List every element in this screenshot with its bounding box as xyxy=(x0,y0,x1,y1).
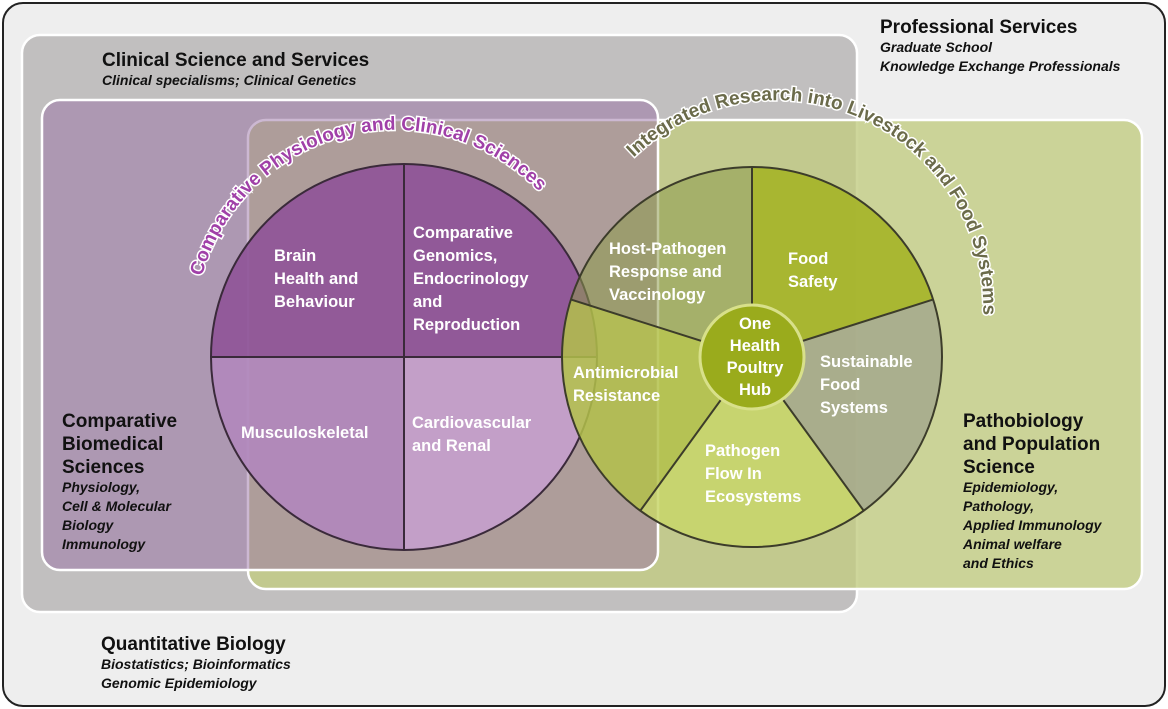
segment-host-pathogen xyxy=(571,167,752,357)
pathobiology-title: Pathobiology xyxy=(963,411,1084,432)
hub-label: Hub xyxy=(739,381,771,399)
food-safety-label: Safety xyxy=(788,273,838,291)
antimicrobial-label: Antimicrobial xyxy=(573,364,678,382)
comparative-biomedical-line: Immunology xyxy=(62,536,146,552)
host-pathogen-label: Response and xyxy=(609,263,722,281)
sustainable-food-label: Systems xyxy=(820,399,888,417)
segment-brain-health xyxy=(211,164,404,357)
host-pathogen-label: Host-Pathogen xyxy=(609,240,726,258)
professional-services-title: Professional Services xyxy=(880,17,1078,38)
sustainable-food-label: Food xyxy=(820,376,860,394)
cardiovascular-label: and Renal xyxy=(412,437,491,455)
comparative-biomedical-line: Physiology, xyxy=(62,479,140,495)
professional-services-line: Graduate School xyxy=(880,39,993,55)
pathobiology-line: Animal welfare xyxy=(962,536,1062,552)
comparative-biomedical-title: Biomedical xyxy=(62,434,163,455)
pathobiology-title: and Population xyxy=(963,434,1100,455)
pathobiology-line: Applied Immunology xyxy=(962,517,1103,533)
segment-food-safety xyxy=(752,167,933,357)
comparative-biomedical-title: Comparative xyxy=(62,411,177,432)
quantitative-biology-title: Quantitative Biology xyxy=(101,634,286,655)
pathobiology-title: Science xyxy=(963,457,1035,478)
pathogen-flow-label: Pathogen xyxy=(705,442,780,460)
pathogen-flow-label: Flow In xyxy=(705,465,762,483)
hub-label: Health xyxy=(730,337,780,355)
comparative-genomics-label: Comparative xyxy=(413,224,513,242)
pathobiology-line: Pathology, xyxy=(963,498,1034,514)
comparative-physiology-circle xyxy=(210,163,598,551)
pathogen-flow-label: Ecosystems xyxy=(705,488,801,506)
segment-cardiovascular xyxy=(404,357,597,550)
comparative-genomics-label: Reproduction xyxy=(413,316,520,334)
pathobiology-line: Epidemiology, xyxy=(963,479,1058,495)
livestock-circle xyxy=(561,166,943,548)
sustainable-food-label: Sustainable xyxy=(820,353,913,371)
food-safety-label: Food xyxy=(788,250,828,268)
cardiovascular-label: Cardiovascular xyxy=(412,414,532,432)
comparative-biomedical-line: Biology xyxy=(62,517,115,533)
antimicrobial-label: Resistance xyxy=(573,387,660,405)
professional-services-line: Knowledge Exchange Professionals xyxy=(880,58,1121,74)
quantitative-biology-line: Biostatistics; Bioinformatics xyxy=(101,656,291,672)
brain-health-label: Health and xyxy=(274,270,358,288)
musculoskeletal-label: Musculoskeletal xyxy=(241,424,368,442)
segment-comparative-genomics xyxy=(404,164,597,357)
comparative-biomedical-title: Sciences xyxy=(62,457,144,478)
clinical-science-title: Clinical Science and Services xyxy=(102,50,369,71)
brain-health-label: Behaviour xyxy=(274,293,355,311)
segment-pathogen-flow xyxy=(640,357,864,548)
comparative-genomics-label: and xyxy=(413,293,442,311)
hub-label: Poultry xyxy=(727,359,785,377)
pathobiology-line: and Ethics xyxy=(963,555,1034,571)
host-pathogen-label: Vaccinology xyxy=(609,286,706,304)
quantitative-biology-line: Genomic Epidemiology xyxy=(101,675,258,691)
comparative-biomedical-line: Cell & Molecular xyxy=(62,498,172,514)
one-health-hub xyxy=(698,303,806,411)
comparative-genomics-label: Endocrinology xyxy=(413,270,529,288)
clinical-science-line: Clinical specialisms; Clinical Genetics xyxy=(102,72,357,88)
hub-label: One xyxy=(739,315,771,333)
brain-health-label: Brain xyxy=(274,247,316,265)
segment-musculoskeletal xyxy=(211,357,404,550)
comparative-genomics-label: Genomics, xyxy=(413,247,497,265)
